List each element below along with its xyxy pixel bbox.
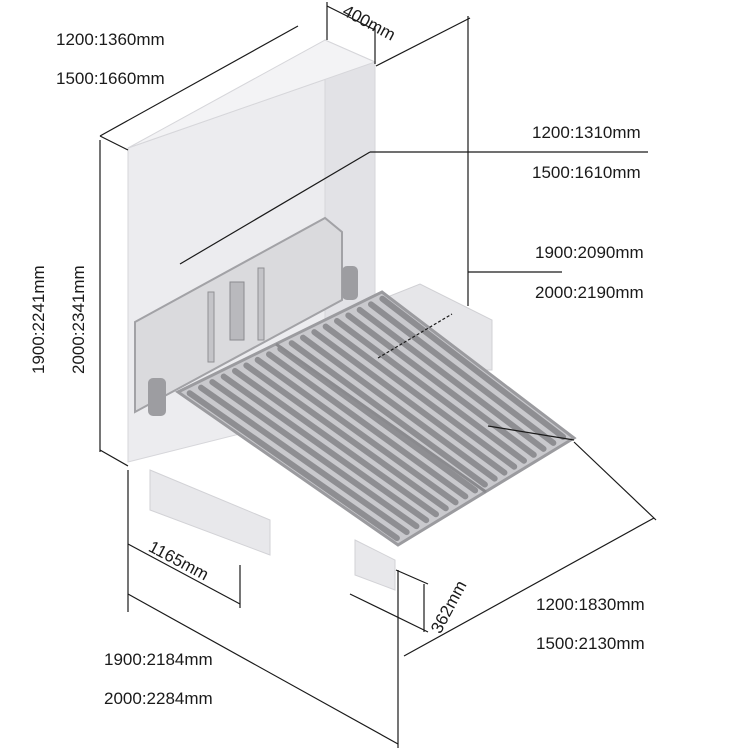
dim-bed-center [377,313,453,359]
bed-slat [266,351,469,500]
bed-slat [277,345,479,494]
label-width-1200: 1200:1360mm [56,30,165,49]
gas-strut [229,281,245,341]
dim-inner-width [179,151,371,265]
bed-slat [254,356,459,506]
dim-bed-width-leader [487,425,575,441]
spring-bar [207,291,215,363]
label-bed-1200: 1200:1830mm [536,595,645,614]
bed-slat [356,306,547,452]
dim-bed-width [403,517,655,657]
bed-slat [368,301,557,446]
bed-base [149,469,271,556]
dim-total-length [127,593,399,745]
bed-slat [243,362,449,512]
dim-depth [326,5,376,31]
label-length-2000: 2000:2284mm [104,689,213,708]
bed-slat [209,379,420,530]
bed-slat [322,323,518,470]
bed-slat [186,390,400,542]
dim-leg-tick [349,593,429,633]
label-height-2000: 2000:2190mm [535,283,644,302]
bed-slat [232,368,439,518]
dim-bed-width-tick [573,441,657,521]
bed-slat [334,318,527,464]
dim-leg-tick [395,569,429,585]
label-height-1900: 1900:2090mm [535,243,644,262]
bed-slat [288,340,488,488]
dim-side-depth [127,543,241,605]
label-width-1500: 1500:1660mm [56,69,165,88]
bed-slat [198,384,410,536]
slat-group [186,295,567,542]
label-inner-1500: 1500:1610mm [532,163,641,182]
dim-total-height-tick [99,449,129,467]
label-length-1900: 1900:2184mm [104,650,213,669]
dim-cabinet-width [99,25,299,137]
cabinet-top [127,39,377,149]
bed-foot [354,539,396,591]
bed-slat [311,329,508,476]
label-bed-1500: 1500:2130mm [536,634,645,653]
bed-slat [300,334,498,482]
spring-bar [257,267,265,341]
handle-left [148,378,166,416]
label-inner-1200: 1200:1310mm [532,123,641,142]
center-rail [275,342,487,494]
label-total-2000: 2000:2341mm [69,265,88,374]
dim-height-tick [375,17,471,67]
handle-right [342,266,358,300]
bed-slat [345,312,537,458]
bed-slat [379,295,567,440]
dim-cabinet-width-tick [99,135,129,151]
label-total-1900: 1900:2241mm [29,265,48,374]
bed-slat [220,373,430,524]
